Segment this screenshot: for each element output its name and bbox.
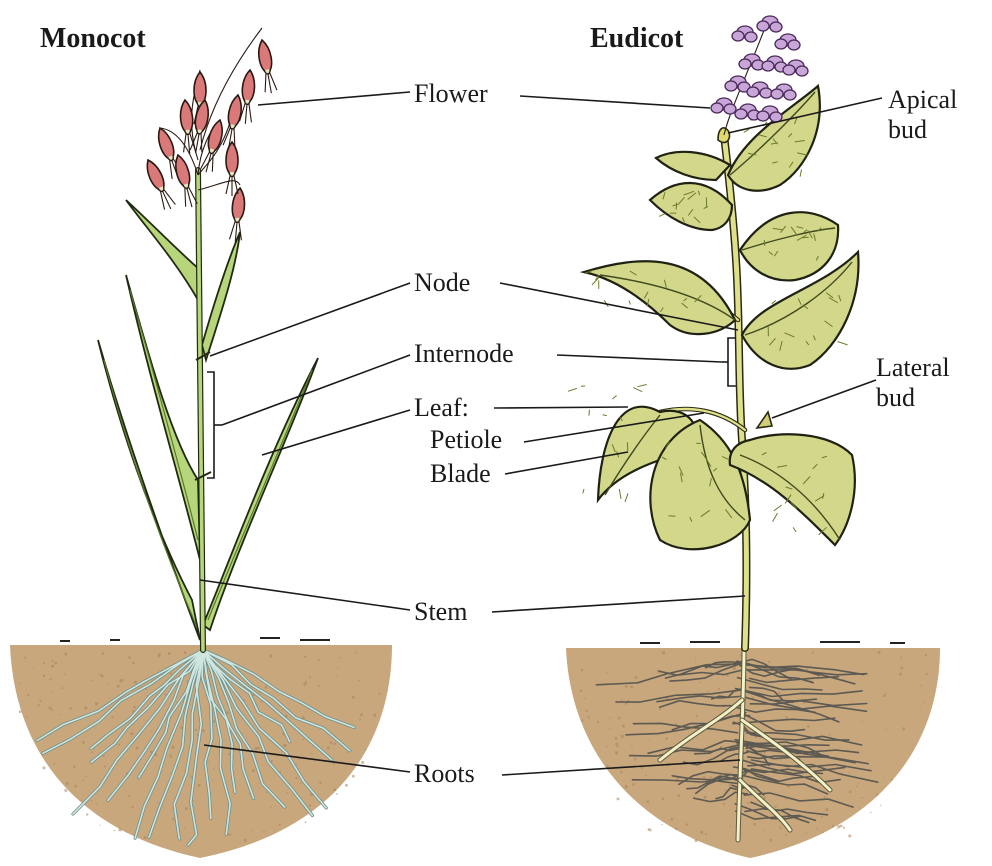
monocot-leaf	[126, 200, 200, 300]
label-lateral-bud-line2: bud	[876, 383, 915, 412]
title-monocot: Monocot	[40, 23, 146, 54]
label-apical-bud-line1: Apical	[888, 85, 957, 114]
monocot-leaf	[126, 275, 200, 560]
label-apical-bud-line2: bud	[888, 115, 927, 144]
label-stem: Stem	[414, 597, 467, 626]
title-eudicot: Eudicot	[590, 23, 684, 54]
label-blade: Blade	[430, 459, 491, 488]
monocot-leaf	[202, 232, 240, 360]
label-flower: Flower	[414, 79, 488, 108]
monocot-plant	[98, 28, 318, 650]
eudicot-leaf-blade	[584, 261, 735, 334]
lateral-bud	[757, 412, 772, 428]
eudicot-leaf-blade	[650, 183, 732, 230]
label-node: Node	[414, 268, 470, 297]
label-roots: Roots	[414, 759, 475, 788]
apical-bud	[718, 128, 729, 143]
label-leaf: Leaf:	[414, 393, 469, 422]
monocot-flowers	[143, 39, 278, 242]
label-internode: Internode	[414, 339, 514, 368]
label-petiole: Petiole	[430, 425, 502, 454]
label-lateral-bud-line1: Lateral	[876, 353, 950, 382]
eudicot-plant	[568, 16, 858, 648]
eudicot-leaf-blade	[656, 152, 730, 180]
